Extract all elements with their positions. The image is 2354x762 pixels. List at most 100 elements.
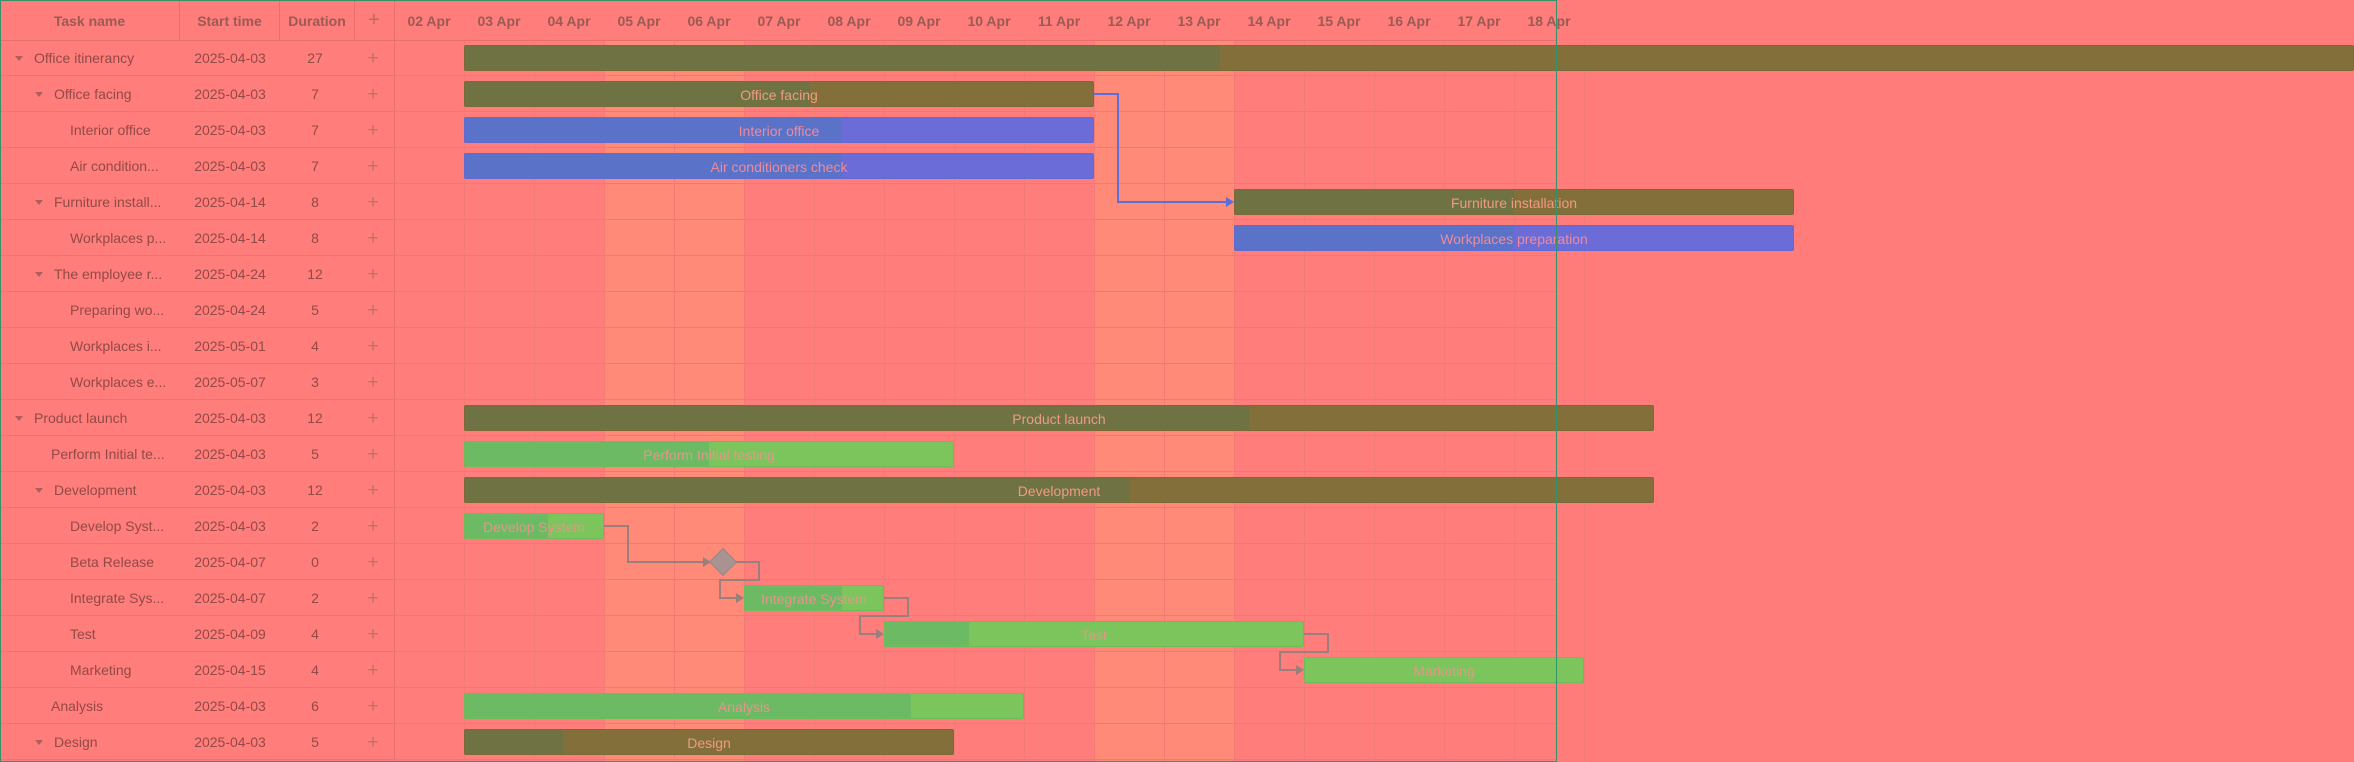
add-subtask-button[interactable]: +: [367, 264, 379, 285]
add-subtask-button[interactable]: +: [367, 660, 379, 681]
column-header-duration[interactable]: Duration: [280, 0, 355, 40]
task-bar[interactable]: Integrate System: [744, 585, 884, 611]
add-subtask-button[interactable]: +: [367, 300, 379, 321]
task-bar[interactable]: Analysis: [464, 693, 1024, 719]
add-subtask-button[interactable]: +: [367, 588, 379, 609]
add-subtask-button[interactable]: +: [367, 732, 379, 753]
add-subtask-button[interactable]: +: [367, 228, 379, 249]
task-bar[interactable]: Marketing: [1304, 657, 1584, 683]
dependency-link[interactable]: [604, 525, 705, 563]
collapse-toggle-icon[interactable]: [35, 488, 43, 493]
add-subtask-button[interactable]: +: [367, 444, 379, 465]
day-gridline: [954, 40, 955, 762]
add-subtask-button[interactable]: +: [367, 408, 379, 429]
start-time-cell: 2025-05-01: [194, 338, 266, 354]
add-subtask-button[interactable]: +: [367, 516, 379, 537]
add-subtask-button[interactable]: +: [367, 192, 379, 213]
add-subtask-button[interactable]: +: [367, 120, 379, 141]
duration-cell: 27: [307, 50, 323, 66]
row-gridline: [394, 75, 1557, 76]
task-bar[interactable]: Test: [884, 621, 1304, 647]
task-bar-progress: [465, 154, 842, 178]
collapse-toggle-icon[interactable]: [35, 740, 43, 745]
task-bar[interactable]: Workplaces preparation: [1234, 225, 1794, 251]
task-bar[interactable]: Furniture installation: [1234, 189, 1794, 215]
link-arrow-icon: [1296, 665, 1304, 675]
add-subtask-button[interactable]: +: [367, 84, 379, 105]
collapse-toggle-icon[interactable]: [35, 272, 43, 277]
task-bar[interactable]: Development: [464, 477, 1654, 503]
collapse-toggle-icon[interactable]: [35, 200, 43, 205]
task-bar[interactable]: Develop System: [464, 513, 604, 539]
column-header-start-time[interactable]: Start time: [180, 0, 280, 40]
dependency-link[interactable]: [719, 561, 760, 599]
row-gridline: [394, 759, 1557, 760]
add-subtask-button[interactable]: +: [367, 156, 379, 177]
collapse-toggle-icon[interactable]: [15, 416, 23, 421]
scale-day-label: 17 Apr: [1457, 13, 1501, 29]
start-time-cell: 2025-04-07: [194, 590, 266, 606]
start-time-cell: 2025-04-15: [194, 662, 266, 678]
task-bar[interactable]: [464, 45, 2354, 71]
add-subtask-button[interactable]: +: [367, 552, 379, 573]
task-name-cell: Perform Initial te...: [0, 436, 180, 471]
add-subtask-button[interactable]: +: [367, 372, 379, 393]
row-gridline: [394, 291, 1557, 292]
row-gridline: [394, 543, 1557, 544]
start-time-cell: 2025-04-24: [194, 302, 266, 318]
dependency-link[interactable]: [1094, 93, 1228, 203]
start-time-cell: 2025-05-07: [194, 374, 266, 390]
table-row[interactable]: Marketing 2025-04-15 4 +: [0, 652, 394, 688]
scale-day-label: 06 Apr: [687, 13, 731, 29]
scale-day-label: 09 Apr: [897, 13, 941, 29]
duration-cell: 8: [311, 194, 319, 210]
duration-cell: 12: [307, 266, 323, 282]
task-name-cell: Analysis: [0, 688, 180, 723]
dependency-link[interactable]: [859, 597, 909, 635]
add-subtask-button[interactable]: +: [367, 696, 379, 717]
add-subtask-button[interactable]: +: [367, 48, 379, 69]
task-name-text: Office itinerancy: [34, 50, 135, 66]
duration-cell: 5: [311, 302, 319, 318]
duration-cell: 4: [311, 662, 319, 678]
task-name-cell: Marketing: [0, 652, 180, 687]
add-subtask-button[interactable]: +: [367, 480, 379, 501]
task-bar[interactable]: Interior office: [464, 117, 1094, 143]
add-task-header-button[interactable]: +: [368, 9, 380, 31]
column-header-task-name[interactable]: Task name: [0, 0, 180, 40]
task-bar[interactable]: Office facing: [464, 81, 1094, 107]
task-name-text: Product launch: [34, 410, 128, 426]
task-bar[interactable]: Product launch: [464, 405, 1654, 431]
task-bar[interactable]: Design: [464, 729, 954, 755]
task-bar[interactable]: Perform Initial testing: [464, 441, 954, 467]
task-bar-progress: [745, 586, 842, 610]
task-bar-progress: [465, 82, 811, 106]
add-subtask-button[interactable]: +: [367, 336, 379, 357]
task-bar[interactable]: Air conditioners check: [464, 153, 1094, 179]
row-gridline: [394, 507, 1557, 508]
collapse-toggle-icon[interactable]: [15, 56, 23, 61]
dependency-link[interactable]: [1279, 633, 1329, 671]
task-name-text: Interior office: [70, 122, 151, 138]
add-subtask-button[interactable]: +: [367, 624, 379, 645]
collapse-toggle-icon[interactable]: [35, 92, 43, 97]
